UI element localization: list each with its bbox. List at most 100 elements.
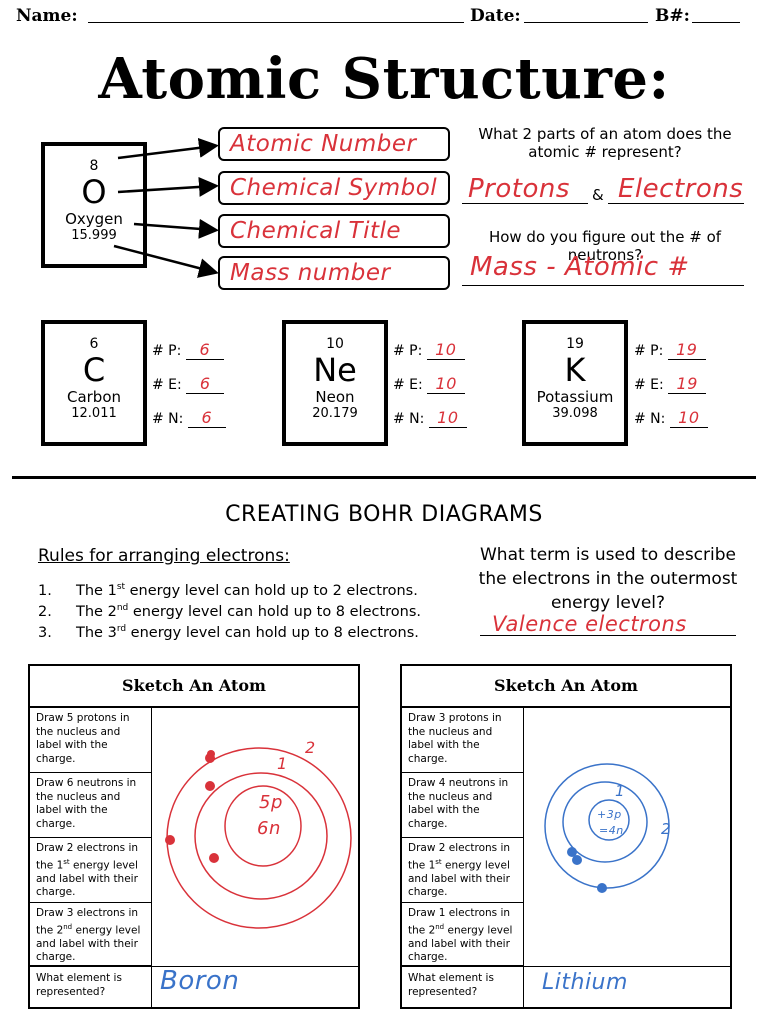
boron-electron <box>207 750 215 758</box>
lithium-nucleus-neutrons: =4n <box>599 824 624 837</box>
label-atomic-number: Atomic Number <box>230 131 417 157</box>
sketch-2-instruction-3: Draw 2 electrons in the 1st energy level… <box>402 838 523 903</box>
oxygen-mass: 15.999 <box>71 228 117 243</box>
carbon-n-label: # N: <box>152 411 184 427</box>
boron-electron <box>205 781 215 791</box>
answer-line-neutrons <box>462 285 744 286</box>
s1c3-post: energy level and label with their charge… <box>36 859 138 899</box>
neon-p-row: # P: 10 <box>393 340 465 360</box>
b-field[interactable] <box>692 22 740 23</box>
s1c3-pre: Draw 2 electrons in the 1 <box>36 842 139 872</box>
potassium-p-row: # P: 19 <box>634 340 706 360</box>
boron-nucleus-neutrons: 6n <box>257 818 281 839</box>
answer-electrons[interactable]: Electrons <box>618 174 744 204</box>
header-row: Name: <box>16 6 78 26</box>
carbon-p-label: # P: <box>152 343 182 359</box>
rule-2-num: 2. <box>38 603 52 620</box>
label-box-atomic-number[interactable]: Atomic Number <box>218 127 450 161</box>
neon-p-label: # P: <box>393 343 423 359</box>
answer-neutrons[interactable]: Mass - Atomic # <box>470 252 690 282</box>
s1c2-text: Draw 6 neutrons in the nucleus and label… <box>36 777 137 830</box>
potassium-n-row: # N: 10 <box>634 408 708 428</box>
rule-2-sup: nd <box>116 603 129 613</box>
term-answer[interactable]: Valence electrons <box>492 612 687 636</box>
carbon-e-value[interactable]: 6 <box>186 374 225 394</box>
rule-3-sup: rd <box>116 624 127 634</box>
label-mass-number: Mass number <box>230 260 391 286</box>
boron-electron <box>165 835 175 845</box>
neon-n-value[interactable]: 10 <box>428 408 467 428</box>
label-box-mass-number[interactable]: Mass number <box>218 256 450 290</box>
rule-2-pre: The 2 <box>76 603 117 620</box>
neon-number: 10 <box>326 336 344 352</box>
neon-e-value[interactable]: 10 <box>427 374 466 394</box>
rule-2-post: energy level can hold up to 8 electrons. <box>128 603 422 620</box>
rules-heading: Rules for arranging electrons: <box>38 546 290 566</box>
sketch-1-instruction-1: Draw 5 protons in the nucleus and label … <box>30 708 151 773</box>
lithium-shell-1 <box>562 781 648 863</box>
carbon-name: Carbon <box>66 388 122 406</box>
rule-1-num: 1. <box>38 582 52 599</box>
sketch-1-drawing[interactable]: 5p 6n 1 2 <box>153 708 358 963</box>
potassium-element-box: 19 K Potassium 39.098 <box>522 320 628 446</box>
s2-question-text: What element is represented? <box>408 972 494 998</box>
carbon-p-value[interactable]: 6 <box>185 340 224 360</box>
potassium-e-value[interactable]: 19 <box>668 374 707 394</box>
question-atomic-number: What 2 parts of an atom does the atomic … <box>478 125 732 161</box>
rule-1-pre: The 1 <box>76 582 117 599</box>
sketch-2-drawing[interactable]: +3p =4n 1 2 <box>525 708 730 963</box>
sketch-1-answer[interactable]: Boron <box>160 966 240 996</box>
carbon-n-value[interactable]: 6 <box>187 408 226 428</box>
boron-nucleus-protons: 5p <box>259 792 283 813</box>
lithium-nucleus <box>588 799 630 841</box>
s1c4-post: energy level and label with their charge… <box>36 924 141 964</box>
date-field[interactable] <box>524 22 648 23</box>
carbon-element-box: 6 C Carbon 12.011 <box>41 320 147 446</box>
s1c1-text: Draw 5 protons in the nucleus and label … <box>36 712 130 765</box>
sketch-table-1: Sketch An Atom Draw 5 protons in the nuc… <box>28 664 360 1009</box>
potassium-mass: 39.098 <box>552 406 598 421</box>
carbon-p-row: # P: 6 <box>152 340 224 360</box>
sketch-1-instruction-3: Draw 2 electrons in the 1st energy level… <box>30 838 151 903</box>
neon-name: Neon <box>315 388 355 406</box>
s2c3-sup: st <box>435 857 442 866</box>
sketch-1-heading: Sketch An Atom <box>30 666 358 708</box>
neon-mass: 20.179 <box>312 406 358 421</box>
neon-n-row: # N: 10 <box>393 408 467 428</box>
neon-e-row: # E: 10 <box>393 374 466 394</box>
rule-1-sup: st <box>116 582 126 592</box>
term-question: What term is used to describe the electr… <box>478 545 738 613</box>
rule-2: 2. The 2nd energy level can hold up to 8 … <box>38 603 421 620</box>
bohr-boron-diagram <box>165 747 352 929</box>
label-arrows <box>113 137 219 278</box>
question-neutrons: How do you figure out the # of neutrons? <box>488 228 722 264</box>
label-box-chemical-title[interactable]: Chemical Title <box>218 214 450 248</box>
answer-protons[interactable]: Protons <box>468 174 570 204</box>
potassium-p-value[interactable]: 19 <box>667 340 706 360</box>
sketch-2-instruction-2: Draw 4 neutrons in the nucleus and label… <box>402 773 523 838</box>
s2c3-pre: Draw 2 electrons in the 1 <box>408 842 511 872</box>
page-title: Atomic Structure: <box>98 46 670 112</box>
potassium-n-value[interactable]: 10 <box>669 408 708 428</box>
label-chemical-symbol: Chemical Symbol <box>230 175 438 201</box>
ampersand: & <box>592 186 604 204</box>
s2c4-sup: nd <box>435 922 445 931</box>
s1c3-sup: st <box>63 857 70 866</box>
boron-shell-1 <box>194 772 328 900</box>
oxygen-name: Oxygen <box>65 210 123 228</box>
carbon-number: 6 <box>89 336 99 352</box>
neon-p-value[interactable]: 10 <box>426 340 465 360</box>
boron-electron <box>209 853 219 863</box>
answer-line-b <box>608 203 744 204</box>
s2c4-post: energy level and label with their charge… <box>408 924 513 964</box>
label-box-chemical-symbol[interactable]: Chemical Symbol <box>218 171 450 205</box>
boron-shell-1-label: 1 <box>277 754 288 773</box>
oxygen-element-box: 8 O Oxygen 15.999 <box>41 142 147 268</box>
lithium-electron <box>597 883 607 893</box>
name-field[interactable] <box>88 22 464 23</box>
carbon-mass: 12.011 <box>71 406 117 421</box>
bohr-lithium-diagram <box>544 763 670 893</box>
sketch-2-instruction-1: Draw 3 protons in the nucleus and label … <box>402 708 523 773</box>
s1-question-text: What element is represented? <box>36 972 122 998</box>
sketch-2-answer[interactable]: Lithium <box>542 970 628 995</box>
